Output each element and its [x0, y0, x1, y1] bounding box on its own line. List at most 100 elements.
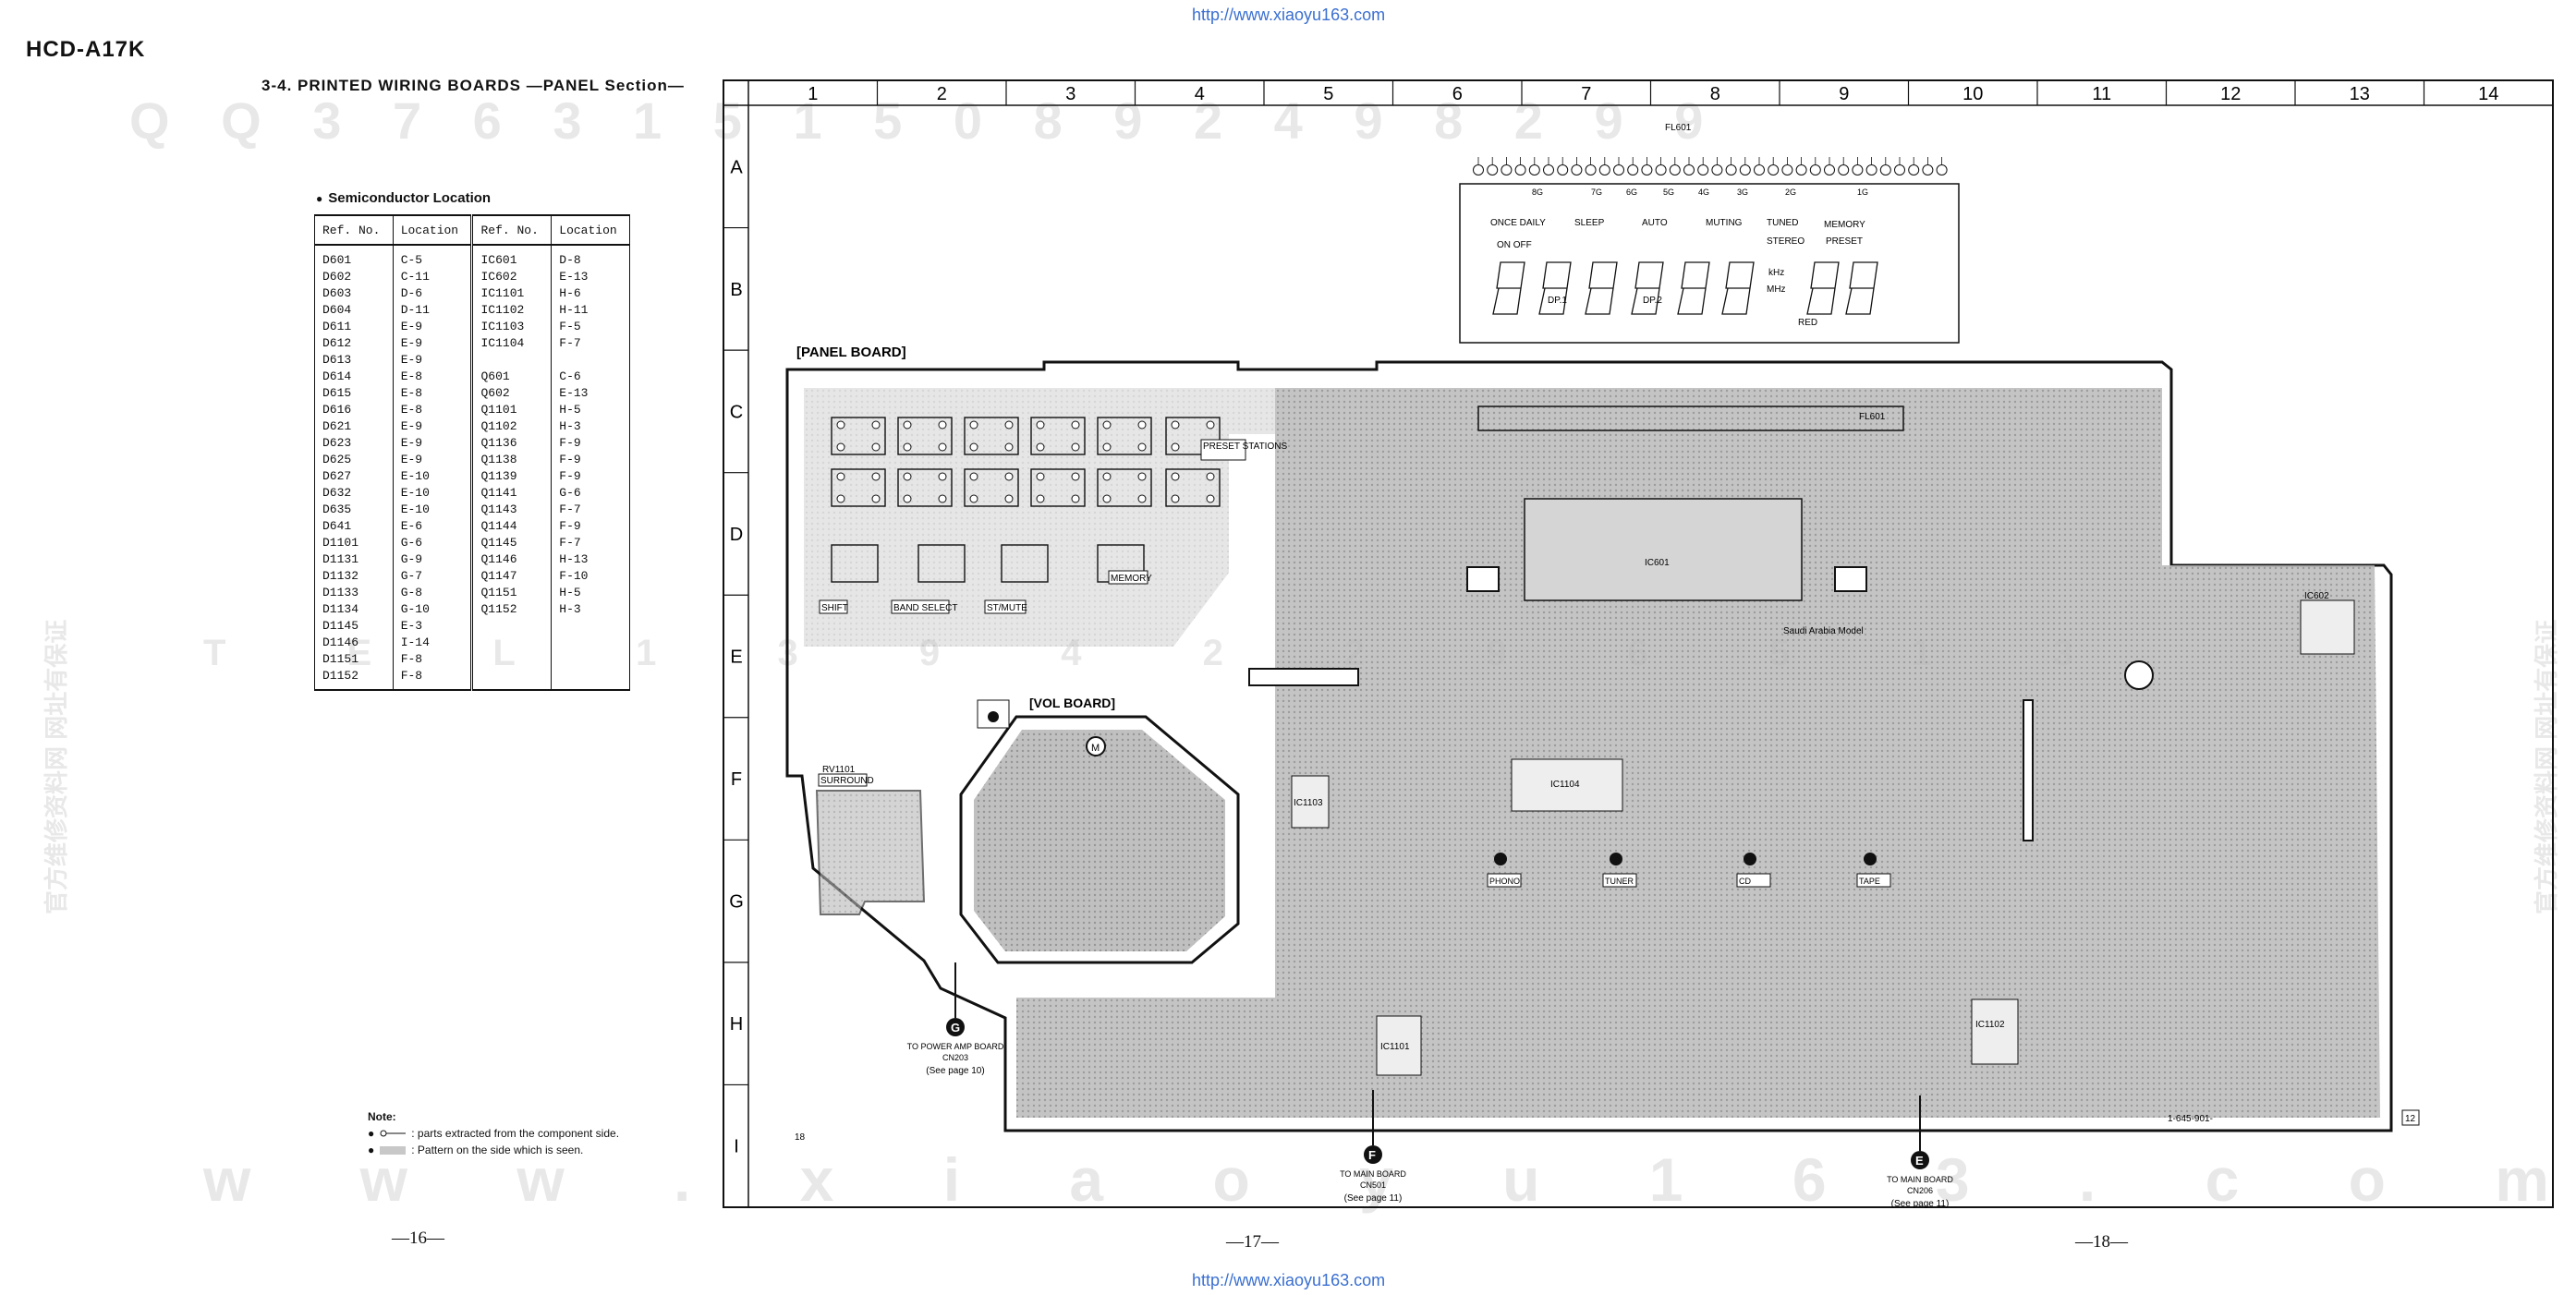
- seven-segment-digit: [1538, 261, 1572, 315]
- display-grid-mark: 7G: [1591, 188, 1602, 197]
- table-cell: [470, 245, 553, 251]
- table-cell: [470, 617, 553, 634]
- mount-hole: [2124, 660, 2154, 690]
- display-pin: [1501, 164, 1513, 175]
- table-cell: D602: [314, 268, 394, 284]
- switch-pad: [836, 472, 845, 481]
- band-select-box: [891, 599, 950, 614]
- table-cell: F-8: [392, 650, 473, 667]
- select-button-tape-box: [1856, 873, 1891, 888]
- table-header-row: Ref. No. Location Ref. No. Location: [314, 214, 630, 246]
- switch-pad: [1102, 442, 1112, 452]
- display-seven-segment-digits: [1492, 261, 1878, 315]
- ref-12: 12: [2405, 1114, 2416, 1124]
- board-number: 1-645-901-: [2168, 1114, 2213, 1124]
- display-pin: [1571, 164, 1583, 175]
- saudi-label: Saudi Arabia Model: [1783, 626, 1864, 636]
- semiconductor-table-wrap: Ref. No. Location Ref. No. Location D601…: [314, 214, 630, 691]
- vertical-slot: [2023, 699, 2034, 841]
- model-name: HCD-A17K: [26, 37, 146, 62]
- switch-pad: [1071, 472, 1080, 481]
- table-cell: Q1143: [470, 501, 553, 517]
- display-pin: [1922, 164, 1934, 175]
- display-digit-sub-1: DP.1: [1548, 296, 1567, 306]
- display-pin: [1936, 164, 1948, 175]
- table-cell: D635: [314, 501, 394, 517]
- switch-pad: [1071, 442, 1080, 452]
- display-label-preset: PRESET: [1826, 236, 1863, 247]
- connector-line-3: (See page 10): [926, 1066, 984, 1076]
- display-pin: [1598, 164, 1610, 175]
- grid-row-label: F: [731, 769, 742, 790]
- table-cell: D603: [314, 284, 394, 301]
- table-cell: D621: [314, 418, 394, 434]
- display-pin: [1852, 164, 1864, 175]
- table-cell: Q1146: [470, 551, 553, 567]
- connector-letter: G: [951, 1021, 960, 1035]
- select-button-phono-label: PHONO: [1489, 877, 1520, 886]
- page-number-left: —16—: [392, 1228, 444, 1248]
- connector-line-2: CN206: [1907, 1186, 1933, 1195]
- led-icon: [1744, 853, 1756, 865]
- tact-switch: [1030, 417, 1086, 455]
- table-cell: E-10: [392, 501, 473, 517]
- connector-line-2: CN501: [1360, 1180, 1386, 1190]
- table-cell: D1146: [314, 634, 394, 650]
- led-icon: [1864, 853, 1877, 865]
- switch-pad: [836, 442, 845, 452]
- table-cell: [470, 667, 553, 684]
- tact-switch: [1097, 468, 1152, 507]
- table-cell: Q1152: [470, 600, 553, 617]
- connector-line-3: (See page 11): [1891, 1199, 1950, 1209]
- bottom-url[interactable]: http://www.xiaoyu163.com: [1192, 1271, 1386, 1289]
- grid-column-label: 8: [1710, 84, 1720, 104]
- tact-switch: [831, 544, 879, 583]
- col-header: Ref. No.: [470, 214, 553, 246]
- rv1101-label: RV1101: [822, 765, 856, 775]
- shift-label: SHIFT: [821, 603, 848, 613]
- table-cell: D641: [314, 517, 394, 534]
- table-cell: D1101: [314, 534, 394, 551]
- display-connector-strip: [1477, 405, 1904, 431]
- note-line-1: ● : parts extracted from the component s…: [368, 1127, 619, 1140]
- switch-pad: [1206, 420, 1215, 430]
- tact-switch: [831, 468, 886, 507]
- table-cell: Q1145: [470, 534, 553, 551]
- table-cell: C-5: [392, 251, 473, 268]
- table-cell: G-10: [392, 600, 473, 617]
- top-url[interactable]: http://www.xiaoyu163.com: [1192, 6, 1386, 24]
- grid-column-label: 4: [1195, 84, 1205, 104]
- display-pin: [1824, 164, 1835, 175]
- grid-row-label: E: [730, 648, 742, 668]
- switch-array: [831, 417, 1221, 583]
- switch-pad: [871, 494, 881, 503]
- motor-letter: M: [1091, 743, 1100, 754]
- connector-f-icon: [1364, 1145, 1382, 1164]
- table-cell: [470, 634, 553, 650]
- watermark-row1: Q Q 3 7 6 3 1 5 1 5 0 8 9 2 4 9 8 2 9 9: [129, 91, 1721, 150]
- seven-segment-digit: [1845, 261, 1878, 315]
- table-cell: H-5: [551, 401, 630, 418]
- shift-box: [819, 599, 848, 614]
- display-label-auto: AUTO: [1642, 218, 1668, 228]
- table-cell: D601: [314, 251, 394, 268]
- display-grid-mark: 1G: [1857, 188, 1868, 197]
- table-cell: [551, 650, 630, 667]
- grid-row-label: D: [730, 525, 743, 545]
- switch-pad: [1171, 442, 1180, 452]
- ic1104-body: [1511, 758, 1623, 812]
- switch-pad: [1171, 472, 1180, 481]
- square-pad-1: [1466, 566, 1500, 592]
- table-cell: H-11: [551, 301, 630, 318]
- display-pin: [1781, 164, 1793, 175]
- table-cell: G-6: [551, 484, 630, 501]
- table-cell: F-7: [551, 334, 630, 351]
- switch-pad: [938, 494, 947, 503]
- table-cell: D632: [314, 484, 394, 501]
- switch-pad: [903, 420, 912, 430]
